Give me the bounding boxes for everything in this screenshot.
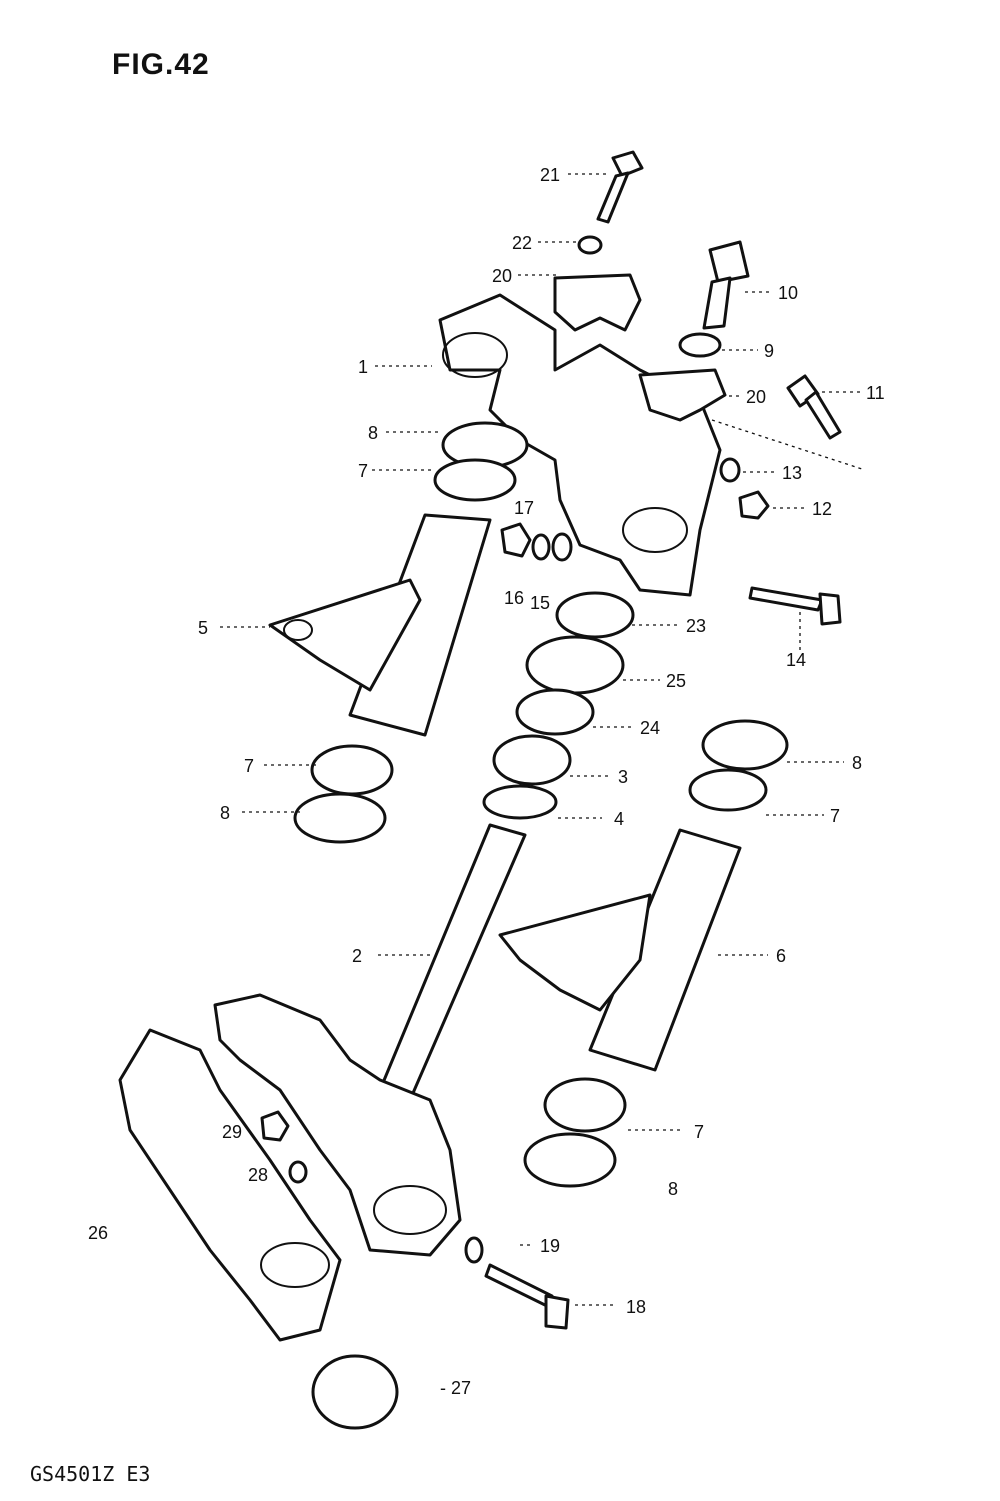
bearing-25 xyxy=(525,635,625,695)
bolt-10 xyxy=(702,240,750,330)
bolt-18 xyxy=(484,1263,570,1330)
bearing-3 xyxy=(492,734,572,786)
lower-bracket xyxy=(213,993,462,1257)
bolt-14 xyxy=(748,586,842,626)
callout-18: 18 xyxy=(626,1297,646,1317)
clamp-cap-20-upper xyxy=(553,273,642,332)
callout-3: 3 xyxy=(618,767,628,787)
callout-20-b: 20 xyxy=(746,387,766,407)
callout-8-c: 8 xyxy=(220,803,230,823)
seal-4 xyxy=(482,784,558,820)
callout-14: 14 xyxy=(786,650,806,670)
washer-9 xyxy=(678,332,722,358)
cover-26 xyxy=(118,1028,342,1342)
callout-26: 26 xyxy=(88,1223,108,1243)
callout-6: 6 xyxy=(776,946,786,966)
cushion-7-lower xyxy=(543,1077,627,1133)
cushion-7-left xyxy=(310,744,394,796)
nut-29 xyxy=(260,1110,290,1142)
callout-9: 9 xyxy=(764,341,774,361)
page-number: - 27 xyxy=(440,1378,471,1398)
callout-7-c: 7 xyxy=(830,806,840,826)
cushion-7-upper-left xyxy=(433,458,517,502)
callout-21: 21 xyxy=(540,165,560,185)
clamp-cap-20-lower xyxy=(638,368,727,422)
callout-24: 24 xyxy=(640,718,660,738)
spacer-15 xyxy=(551,532,573,562)
callout-5: 5 xyxy=(198,618,208,638)
model-code: GS4501Z E3 xyxy=(30,1462,151,1486)
callout-7-a: 7 xyxy=(358,461,368,481)
callout-13: 13 xyxy=(782,463,802,483)
cap-27 xyxy=(311,1354,399,1430)
cushion-8-lower xyxy=(523,1132,617,1188)
callout-15: 15 xyxy=(530,593,550,613)
callout-8-a: 8 xyxy=(368,423,378,443)
callout-23: 23 xyxy=(686,616,706,636)
callout-1: 1 xyxy=(358,357,368,377)
callout-8-b: 8 xyxy=(852,753,862,773)
bolt-21 xyxy=(596,150,644,224)
washer-19 xyxy=(464,1236,484,1264)
callout-2: 2 xyxy=(352,946,362,966)
nut-12 xyxy=(738,490,770,520)
callout-22: 22 xyxy=(512,233,532,253)
callout-16: 16 xyxy=(504,588,524,608)
callout-7-b: 7 xyxy=(244,756,254,776)
steering-stem-2 xyxy=(378,823,527,1102)
nut-17 xyxy=(500,522,532,558)
leader-lines xyxy=(220,173,866,1306)
callout-25: 25 xyxy=(666,671,686,691)
race-24 xyxy=(515,688,595,736)
callout-20: 20 xyxy=(492,266,512,286)
cushion-8-left xyxy=(293,792,387,844)
bolt-11 xyxy=(786,374,842,440)
callout-19: 19 xyxy=(540,1236,560,1256)
callout-28: 28 xyxy=(248,1165,268,1185)
nut-22 xyxy=(577,235,603,255)
callout-17: 17 xyxy=(514,498,534,518)
callout-11: 11 xyxy=(866,383,885,403)
callout-29: 29 xyxy=(222,1122,242,1142)
cushion-7-right xyxy=(688,768,768,812)
callout-4: 4 xyxy=(614,809,624,829)
nut-23 xyxy=(555,591,635,639)
washer-13 xyxy=(719,457,741,483)
cushion-8-right xyxy=(701,719,789,771)
figure-title: FIG.42 xyxy=(112,48,210,81)
upper-bracket-1 xyxy=(438,293,722,597)
washer-28 xyxy=(288,1160,308,1184)
washer-16 xyxy=(531,533,551,561)
callout-8-d: 8 xyxy=(668,1179,678,1199)
callout-7-d: 7 xyxy=(694,1122,704,1142)
callout-labels: 21 22 20 10 9 1 20 11 8 7 13 12 17 16 15… xyxy=(88,165,885,1398)
callout-10: 10 xyxy=(778,283,798,303)
callout-12: 12 xyxy=(812,499,832,519)
